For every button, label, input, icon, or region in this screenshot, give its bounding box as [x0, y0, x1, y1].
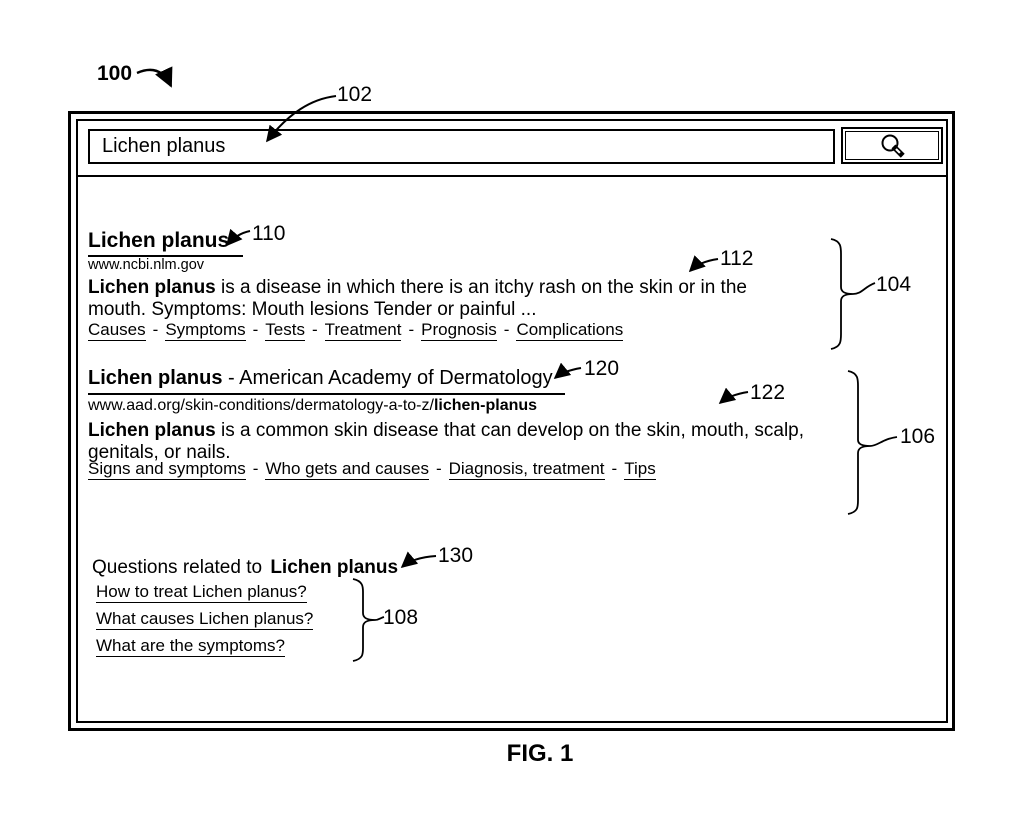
ref-label-104: 104 [876, 273, 912, 296]
magnifier-icon [881, 134, 905, 158]
related-questions-heading: Questions related to Lichen planus [92, 557, 398, 579]
result2-desc-line2: genitals, or nails. [88, 441, 231, 463]
ref-label-108: 108 [383, 606, 419, 629]
result1-title-text: Lichen planus [88, 229, 230, 252]
ref-label-102: 102 [337, 83, 373, 106]
sitelink[interactable]: Prognosis [421, 320, 497, 341]
sitelink[interactable]: Causes [88, 320, 146, 341]
ref-label-120: 120 [584, 357, 620, 380]
result2-title-link[interactable]: Lichen planus - American Academy of Derm… [88, 367, 565, 395]
result1-description: Lichen planus is a disease in which ther… [88, 277, 747, 320]
result2-sitelinks: Signs and symptoms-Who gets and causes-D… [88, 459, 656, 480]
question-text: How to treat Lichen planus? [96, 582, 307, 603]
result2-url-prefix: www.aad.org/skin-conditions/dermatology-… [88, 397, 434, 414]
ref-label-130: 130 [438, 544, 474, 567]
result1-url: www.ncbi.nlm.gov [88, 257, 205, 273]
question-text: What causes Lichen planus? [96, 609, 314, 630]
ref-label-122: 122 [750, 381, 786, 404]
search-query-text: Lichen planus [102, 135, 226, 157]
sitelink[interactable]: Tests [265, 320, 305, 341]
result2-url-bold: lichen-planus [433, 397, 538, 414]
result2-description: Lichen planus is a common skin disease t… [88, 420, 804, 463]
related-questions-list: How to treat Lichen planus? What causes … [96, 582, 314, 657]
questions-heading-prefix: Questions related to [92, 557, 268, 578]
result1-desc-rest: is a disease in which there is an itchy … [215, 277, 747, 298]
search-input[interactable]: Lichen planus [88, 129, 835, 164]
ref-label-106: 106 [900, 425, 936, 448]
sitelink[interactable]: Complications [516, 320, 624, 341]
header-separator [78, 175, 946, 177]
ref-label-100: 100 [97, 62, 133, 85]
questions-heading-bold: Lichen planus [270, 557, 399, 578]
sitelink[interactable]: Symptoms [165, 320, 246, 341]
window-inner-border [76, 119, 948, 723]
link-separator: - [503, 320, 510, 339]
link-separator: - [408, 320, 415, 339]
sitelink[interactable]: Treatment [324, 320, 402, 341]
sitelink[interactable]: Signs and symptoms [88, 459, 246, 480]
link-separator: - [252, 320, 259, 339]
search-button[interactable] [841, 127, 943, 164]
sitelink[interactable]: Who gets and causes [265, 459, 429, 480]
link-separator: - [252, 459, 259, 478]
result2-desc-rest: is a common skin disease that can develo… [215, 420, 805, 441]
link-separator: - [152, 320, 159, 339]
question-link[interactable]: What causes Lichen planus? [96, 609, 314, 630]
result1-title-link[interactable]: Lichen planus [88, 229, 244, 257]
ref-label-112: 112 [720, 247, 754, 270]
ref-label-110: 110 [252, 222, 286, 245]
question-text: What are the symptoms? [96, 636, 285, 657]
result2-desc-line1: Lichen planus is a common skin disease t… [88, 420, 804, 442]
result2-title-rest: - American Academy of Dermatology [222, 367, 553, 389]
result1-desc-line2: mouth. Symptoms: Mouth lesions Tender or… [88, 298, 537, 320]
sitelink[interactable]: Tips [624, 459, 656, 480]
figure-caption: FIG. 1 [506, 740, 574, 767]
result2-title-bold: Lichen planus [88, 367, 223, 389]
arrow-100 [136, 66, 173, 88]
question-link[interactable]: What are the symptoms? [96, 636, 313, 657]
result2-url: www.aad.org/skin-conditions/dermatology-… [88, 397, 537, 415]
result2-desc-bold: Lichen planus [88, 420, 216, 441]
result1-sitelinks: Causes-Symptoms-Tests-Treatment-Prognosi… [88, 320, 624, 341]
result1-desc-line1: Lichen planus is a disease in which ther… [88, 277, 747, 299]
link-separator: - [435, 459, 442, 478]
link-separator: - [611, 459, 618, 478]
question-link[interactable]: How to treat Lichen planus? [96, 582, 313, 603]
search-button-inner-border [845, 131, 939, 160]
result1-desc-bold: Lichen planus [88, 277, 216, 298]
sitelink[interactable]: Diagnosis, treatment [448, 459, 605, 480]
link-separator: - [311, 320, 318, 339]
